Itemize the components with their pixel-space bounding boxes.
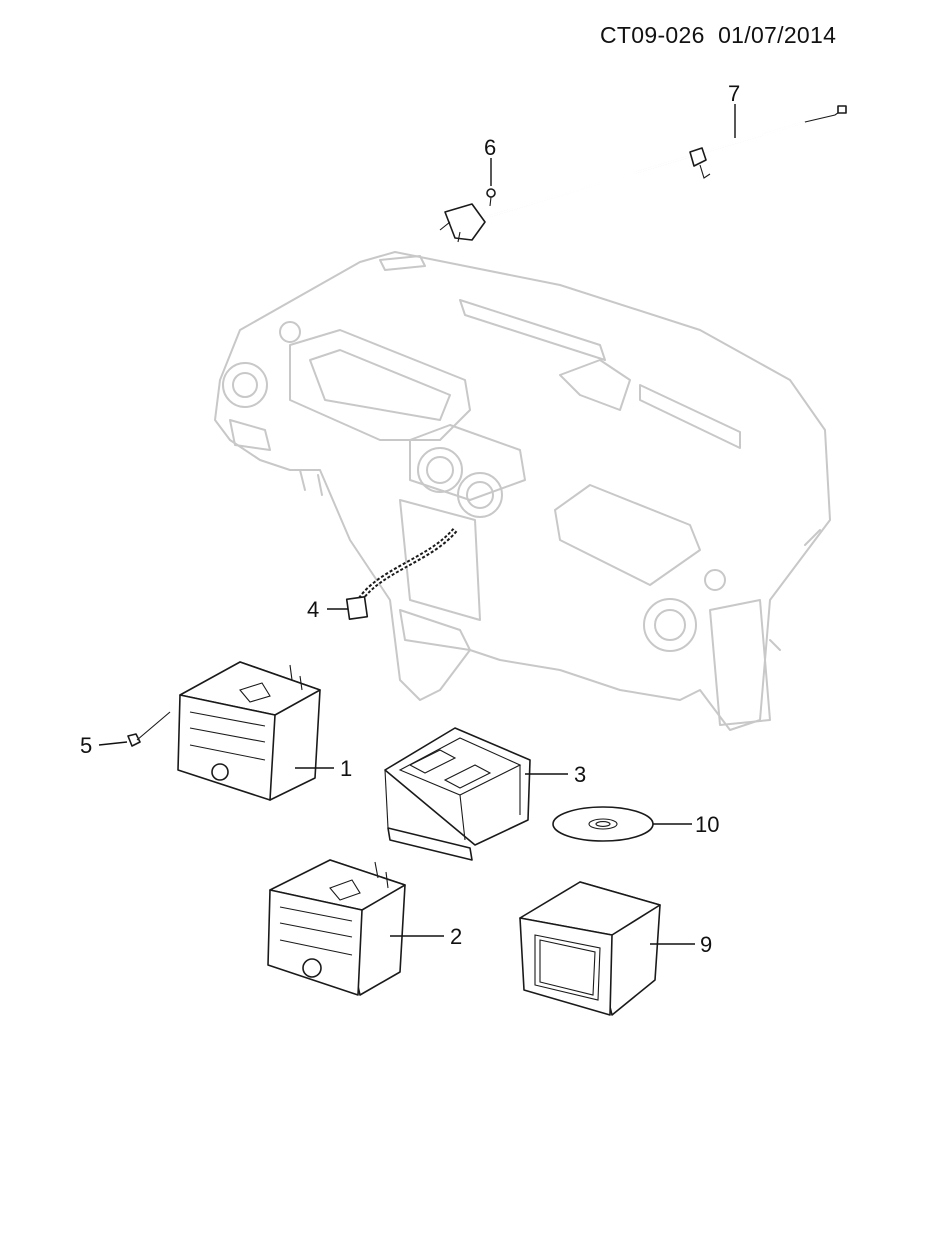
callout-1: 1	[340, 756, 352, 781]
disc-part-10	[552, 806, 654, 842]
radio-unit-part-2	[267, 859, 406, 996]
screw-part-6	[486, 188, 496, 207]
diagram-reference-code: CT09-026 01/07/2014	[600, 22, 910, 49]
callout-6: 6	[484, 135, 496, 160]
callout-9: 9	[700, 932, 712, 957]
callout-2: 2	[450, 924, 462, 949]
callout-4: 4	[307, 597, 319, 622]
mounting-bracket-part-3	[384, 727, 531, 861]
callout-5: 5	[80, 733, 92, 758]
antenna-cable	[439, 105, 847, 243]
navigation-unit-part-9	[519, 881, 661, 1016]
callout-leader-5	[98, 741, 128, 746]
callout-7: 7	[728, 81, 740, 106]
instrument-panel-ghost	[214, 251, 831, 731]
reference-date: 01/07/2014	[718, 22, 837, 48]
callout-3: 3	[574, 762, 586, 787]
bolt-part-5	[127, 711, 171, 747]
radio-unit-part-1	[177, 661, 321, 801]
reference-number: CT09-026	[600, 22, 705, 48]
wiring-harness	[345, 528, 458, 620]
callout-10: 10	[695, 812, 719, 837]
